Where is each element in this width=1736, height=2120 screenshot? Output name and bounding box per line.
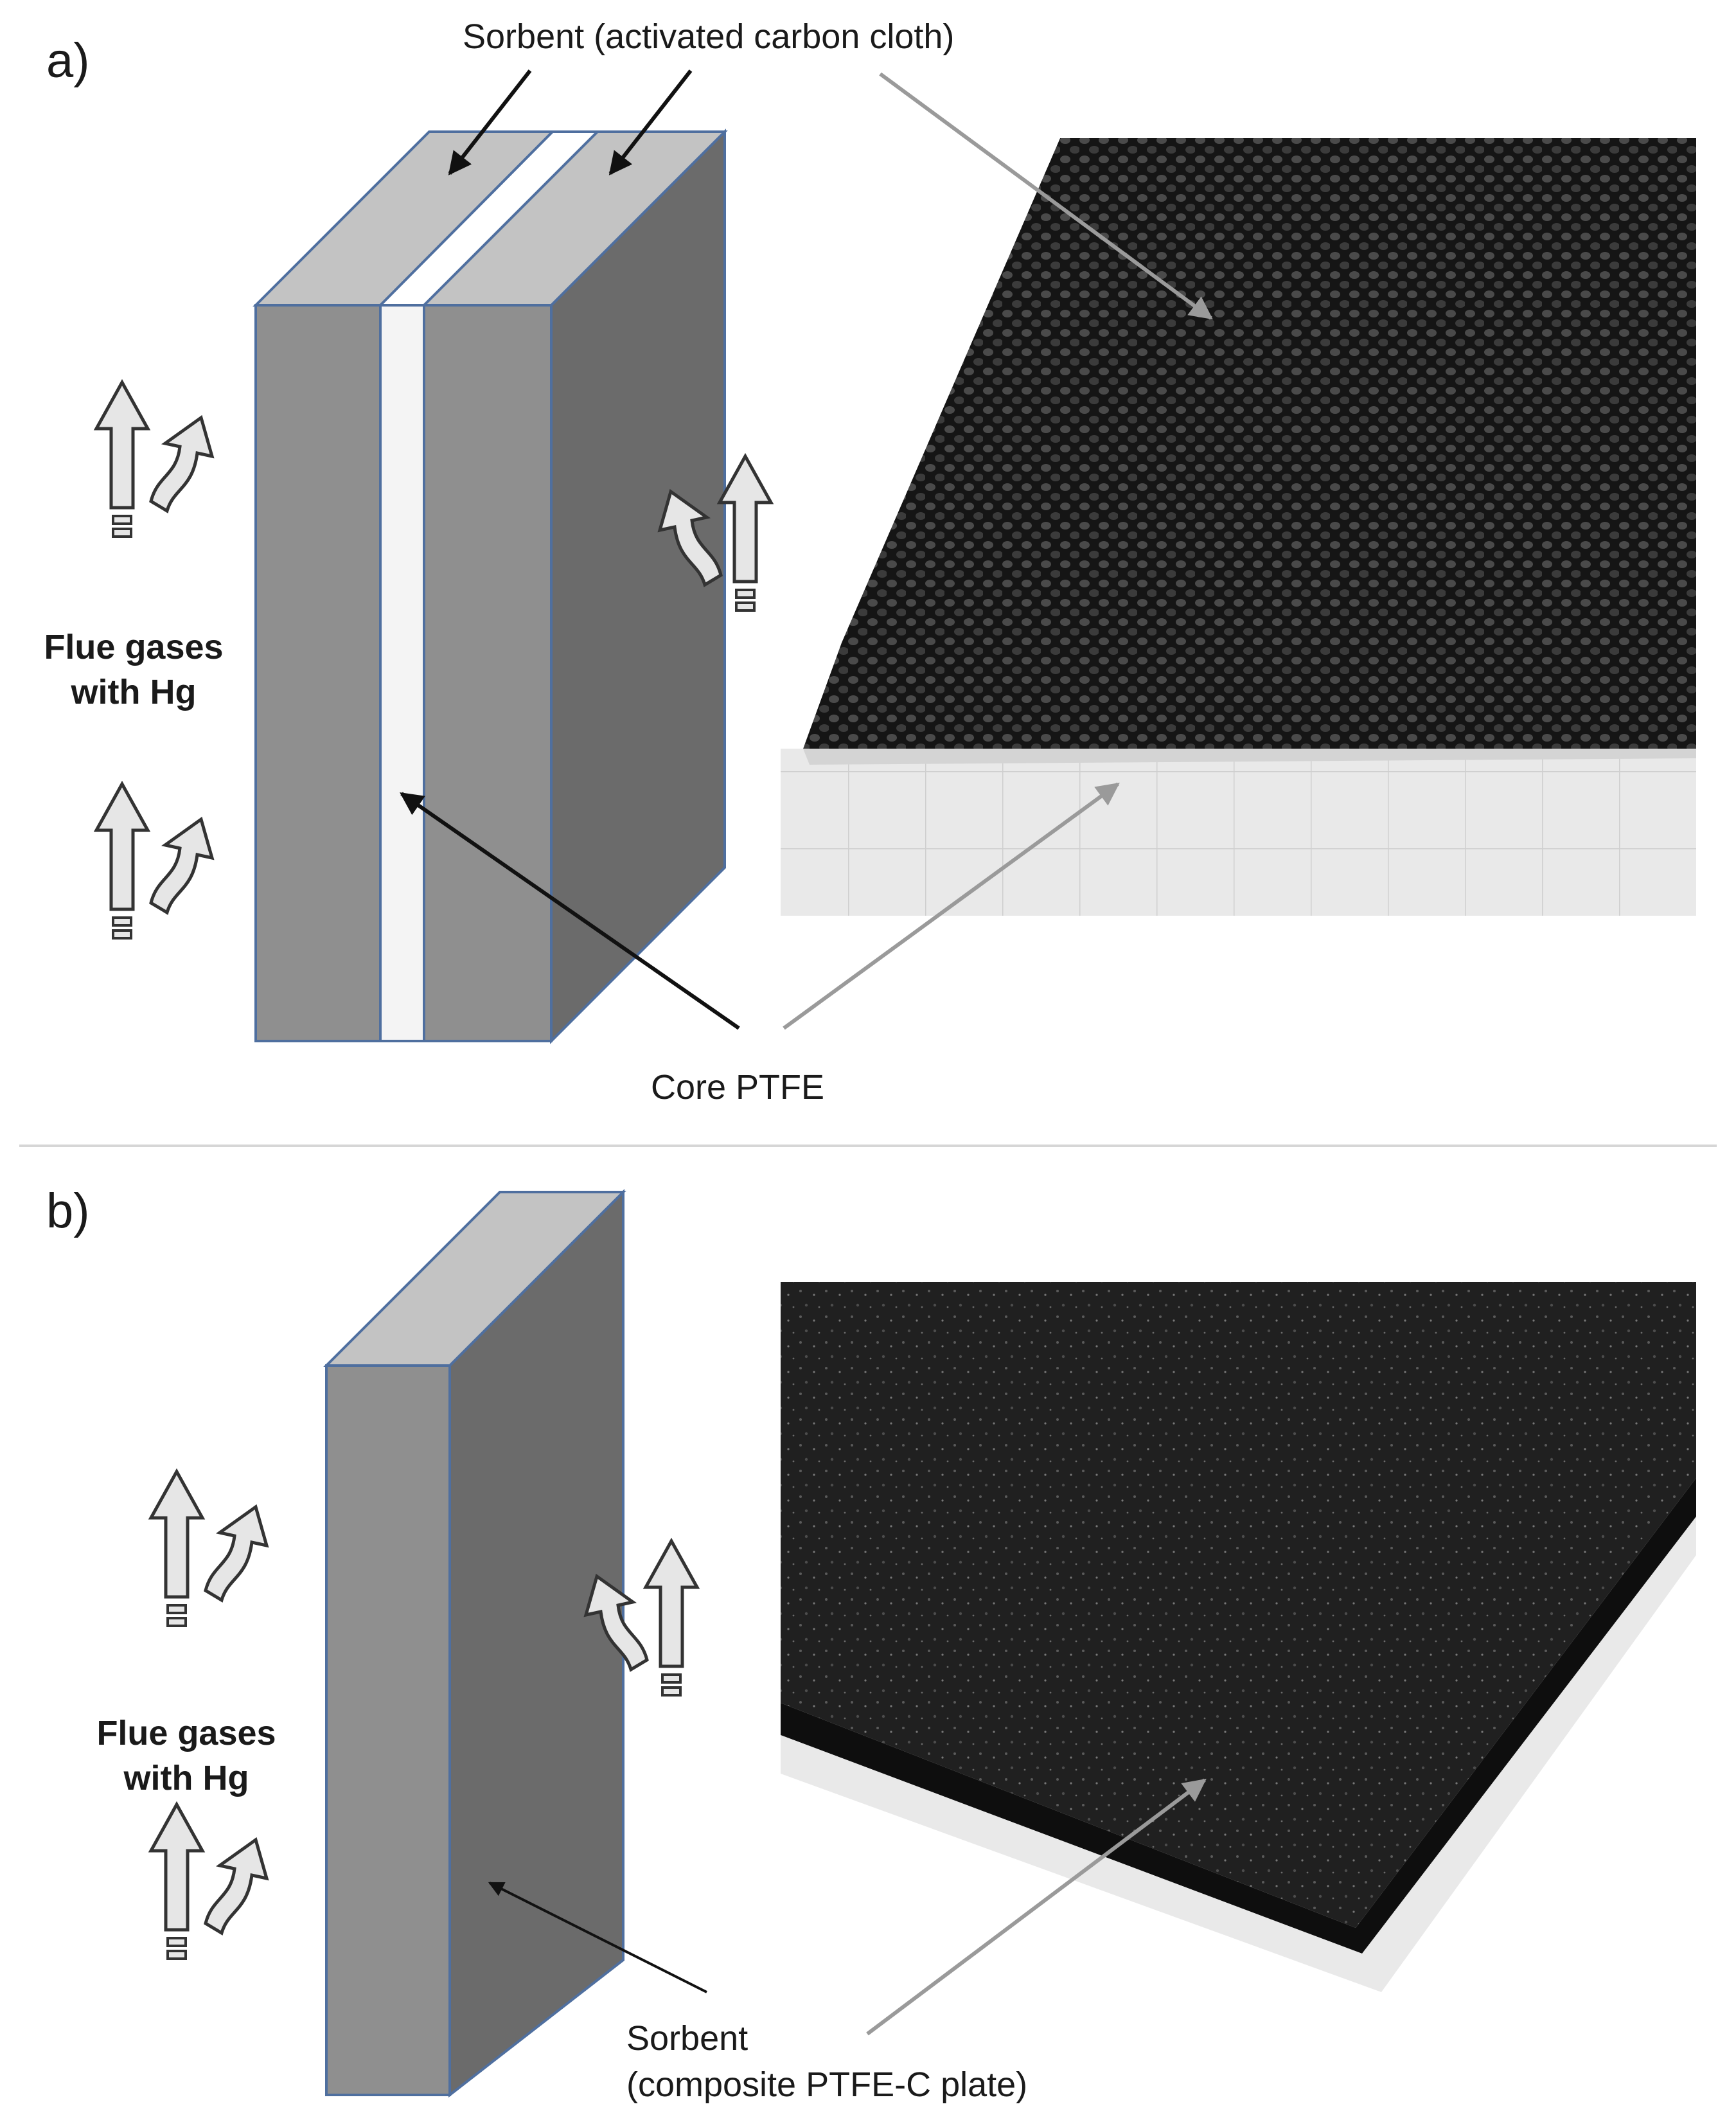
flow-up-arrow-icon <box>96 382 148 537</box>
layered-sorbent-block <box>252 129 728 1044</box>
block-a-front-right <box>423 304 553 1042</box>
flow-up-arrow-icon <box>96 784 148 938</box>
flow-up-arrow-icon <box>646 1541 697 1695</box>
composite-plate-block <box>323 1189 626 2098</box>
flow-curve-arrow-icon <box>206 1840 267 1933</box>
flow-arrow-b1 <box>151 1472 267 1626</box>
block-b-front <box>325 1364 451 2096</box>
flow-curve-arrow-icon <box>151 418 212 511</box>
photo-composite-plate <box>781 1282 1696 1995</box>
panel-a: a) Sorbent (activated carbon cloth) <box>44 17 1696 1107</box>
core-ptfe-label: Core PTFE <box>651 1068 824 1107</box>
pointer-plate-photo <box>866 1778 1207 2036</box>
flow-up-arrow-icon <box>720 456 771 610</box>
panel-a-label: a) <box>46 33 90 88</box>
sorbent-cloth-label: Sorbent (activated carbon cloth) <box>463 17 954 56</box>
pointer-plate <box>488 1882 707 1993</box>
flow-up-arrow-icon <box>151 1804 202 1959</box>
pointer-core-photo <box>783 782 1120 1030</box>
panel-b: b) Flue gases with Hg Sor <box>46 1184 1696 2104</box>
photo-carbon-cloth <box>781 138 1696 916</box>
panel-b-label: b) <box>46 1184 90 1238</box>
pointer-sorbent-left <box>448 69 532 175</box>
sorbent-plate-label-line1: Sorbent <box>626 2019 748 2058</box>
flow-curve-arrow-icon <box>151 819 212 913</box>
flow-label-a-line2: with Hg <box>71 673 197 711</box>
flow-arrow-b2 <box>151 1804 267 1959</box>
pointer-core <box>400 792 740 1030</box>
flow-label-a-line1: Flue gases <box>44 628 223 666</box>
flow-up-arrow-icon <box>151 1472 202 1626</box>
flow-label-b-line2: with Hg <box>123 1759 249 1797</box>
flow-curve-arrow-icon <box>206 1507 267 1600</box>
block-a-front-core <box>379 304 425 1042</box>
pointer-sorbent-right <box>608 69 693 175</box>
sorbent-plate-label-line2: (composite PTFE-C plate) <box>626 2065 1027 2104</box>
block-a-front-left <box>254 304 382 1042</box>
pointer-sorbent-photo <box>879 72 1213 320</box>
flow-arrow-a1 <box>96 382 212 537</box>
flow-label-b-line1: Flue gases <box>96 1714 276 1752</box>
flow-arrow-a2 <box>96 784 212 938</box>
